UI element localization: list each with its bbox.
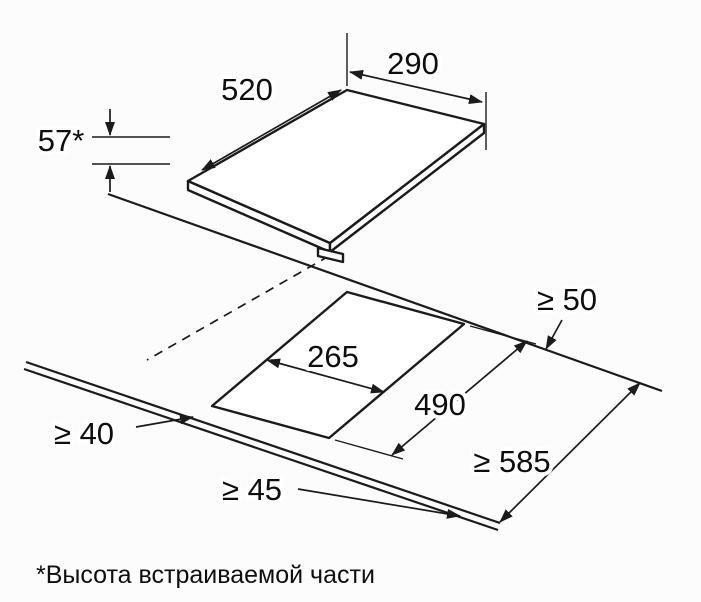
dim-label-clearance-rear: ≥ 50 xyxy=(537,282,597,317)
dimension-line xyxy=(499,382,641,523)
dimension-line xyxy=(266,358,385,394)
dim-label-clearance-side: ≥ 40 xyxy=(54,416,114,451)
dim-label-built-in-height: 57* xyxy=(38,123,85,158)
clearance-side: ≥ 40 xyxy=(50,412,194,455)
worktop-back-edge xyxy=(107,192,663,393)
worktop-front-edge-top xyxy=(25,360,501,525)
dimension-line xyxy=(349,70,483,104)
hob-projection-dashed-line xyxy=(146,255,330,361)
dimension-cutout-width: 265 xyxy=(266,335,385,394)
arrow-line xyxy=(135,414,194,428)
dim-label-clearance-front: ≥ 45 xyxy=(222,472,282,507)
dim-label-hob-width: 290 xyxy=(387,46,439,81)
dim-label-cutout-depth: 490 xyxy=(414,387,466,422)
extension-line xyxy=(334,439,404,460)
dimension-line xyxy=(201,89,342,171)
clearance-rear: ≥ 50 xyxy=(533,278,601,350)
dim-label-cutout-width: 265 xyxy=(307,339,359,374)
arrow-line xyxy=(545,319,563,350)
clearance-front: ≥ 45 xyxy=(218,468,461,519)
worktop-front-edge-bottom xyxy=(23,367,499,532)
arrow-line xyxy=(297,488,461,519)
dimension-cutout-depth: 490 xyxy=(334,325,537,460)
dimension-built-in-height: 57* xyxy=(34,109,170,192)
dim-label-worktop-depth: ≥ 585 xyxy=(473,444,550,479)
footnote-text: *Высота встраиваемой части xyxy=(36,561,375,589)
worktop-depth: ≥ 585 xyxy=(469,382,641,523)
dimension-hob-width: 290 xyxy=(346,33,487,150)
dimension-line xyxy=(391,340,528,456)
hob-junction-box xyxy=(316,246,345,264)
dim-label-hob-depth: 520 xyxy=(221,72,273,107)
dimension-hob-depth: 520 xyxy=(201,68,342,171)
